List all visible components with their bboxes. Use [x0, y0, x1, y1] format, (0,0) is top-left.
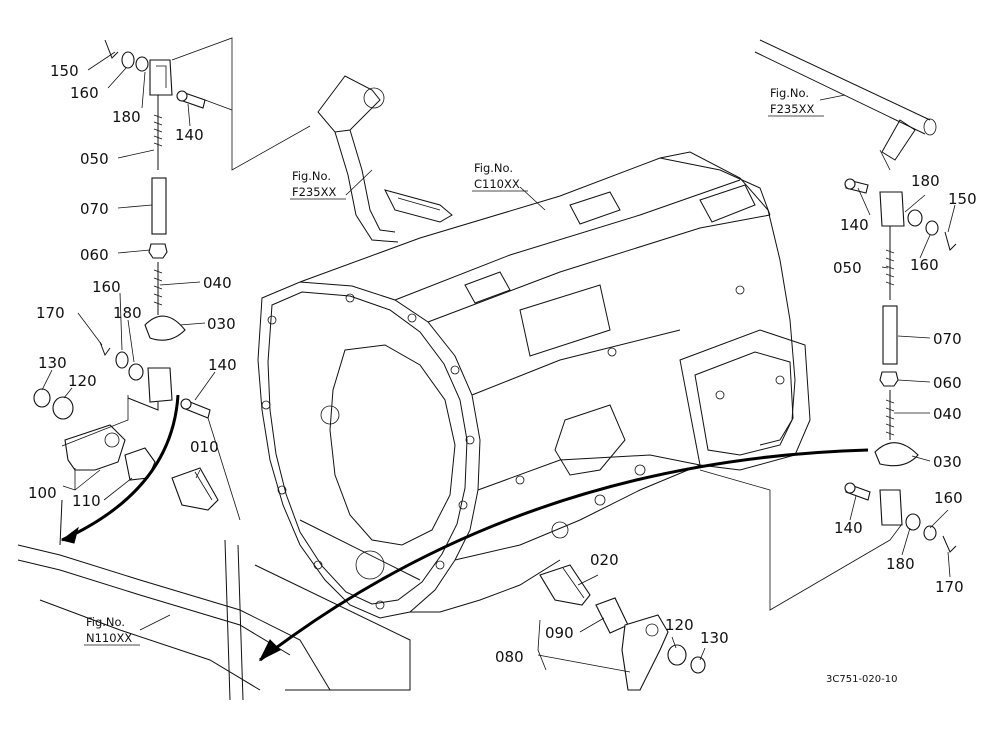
figref-code-3: F235XX	[770, 102, 814, 116]
callout-r040: 040	[933, 405, 962, 423]
callout-l120: 120	[665, 616, 694, 634]
callout-r140b: 140	[834, 519, 863, 537]
right-rod-assembly	[844, 178, 957, 553]
brake-pedal-outline	[317, 75, 453, 243]
callout-160b: 160	[92, 278, 121, 296]
callout-150: 150	[50, 62, 79, 80]
callout-020: 020	[590, 551, 619, 569]
callout-r050: 050	[833, 259, 862, 277]
lower-labels: 020 090 080 120 130	[495, 551, 729, 666]
figure-references: Fig.No. F235XX Fig.No. C110XX Fig.No. F2…	[84, 86, 824, 646]
callout-180b: 180	[113, 304, 142, 322]
callout-r160: 160	[910, 256, 939, 274]
callout-170: 170	[36, 304, 65, 322]
callout-r170: 170	[935, 578, 964, 596]
left-rod-assembly	[33, 39, 219, 511]
figref-code-2: C110XX	[474, 177, 520, 191]
callout-r160b: 160	[934, 489, 963, 507]
callout-r140: 140	[840, 216, 869, 234]
callout-r180b: 180	[886, 555, 915, 573]
callout-030: 030	[207, 315, 236, 333]
callout-050: 050	[80, 150, 109, 168]
drawing-code: 3C751-020-10	[826, 674, 897, 685]
figref-title-3: Fig.No.	[770, 86, 809, 100]
callout-r060: 060	[933, 374, 962, 392]
callout-110: 110	[72, 492, 101, 510]
leader-lines	[41, 37, 956, 673]
frame-outline	[17, 499, 421, 701]
figref-title-2: Fig.No.	[474, 161, 513, 175]
callout-r030: 030	[933, 453, 962, 471]
figref-code-1: F235XX	[292, 185, 336, 199]
lower-assembly	[539, 564, 706, 691]
pedal-shaft-outline	[754, 39, 937, 161]
callout-180: 180	[112, 108, 141, 126]
callout-080: 080	[495, 648, 524, 666]
callout-130: 130	[38, 354, 67, 372]
callout-160: 160	[70, 84, 99, 102]
left-labels: 150 160 180 140 050 070 060 040 160 170 …	[28, 62, 237, 510]
callout-r180: 180	[911, 172, 940, 190]
callout-010: 010	[190, 438, 219, 456]
callout-r070: 070	[933, 330, 962, 348]
callout-140: 140	[175, 126, 204, 144]
transmission-case	[257, 151, 811, 619]
figref-code-4: N110XX	[86, 631, 132, 645]
figref-title-4: Fig.No.	[86, 615, 125, 629]
callout-140b: 140	[208, 356, 237, 374]
callout-l130: 130	[700, 629, 729, 647]
callout-120: 120	[68, 372, 97, 390]
figref-title-1: Fig.No.	[292, 169, 331, 183]
callout-060: 060	[80, 246, 109, 264]
callout-070: 070	[80, 200, 109, 218]
callout-100: 100	[28, 484, 57, 502]
callout-090: 090	[545, 624, 574, 642]
callout-r150: 150	[948, 190, 977, 208]
callout-040: 040	[203, 274, 232, 292]
right-labels: 140 180 150 160 050 070 060 040 030 160 …	[833, 172, 977, 596]
routing-arrows	[60, 394, 869, 662]
